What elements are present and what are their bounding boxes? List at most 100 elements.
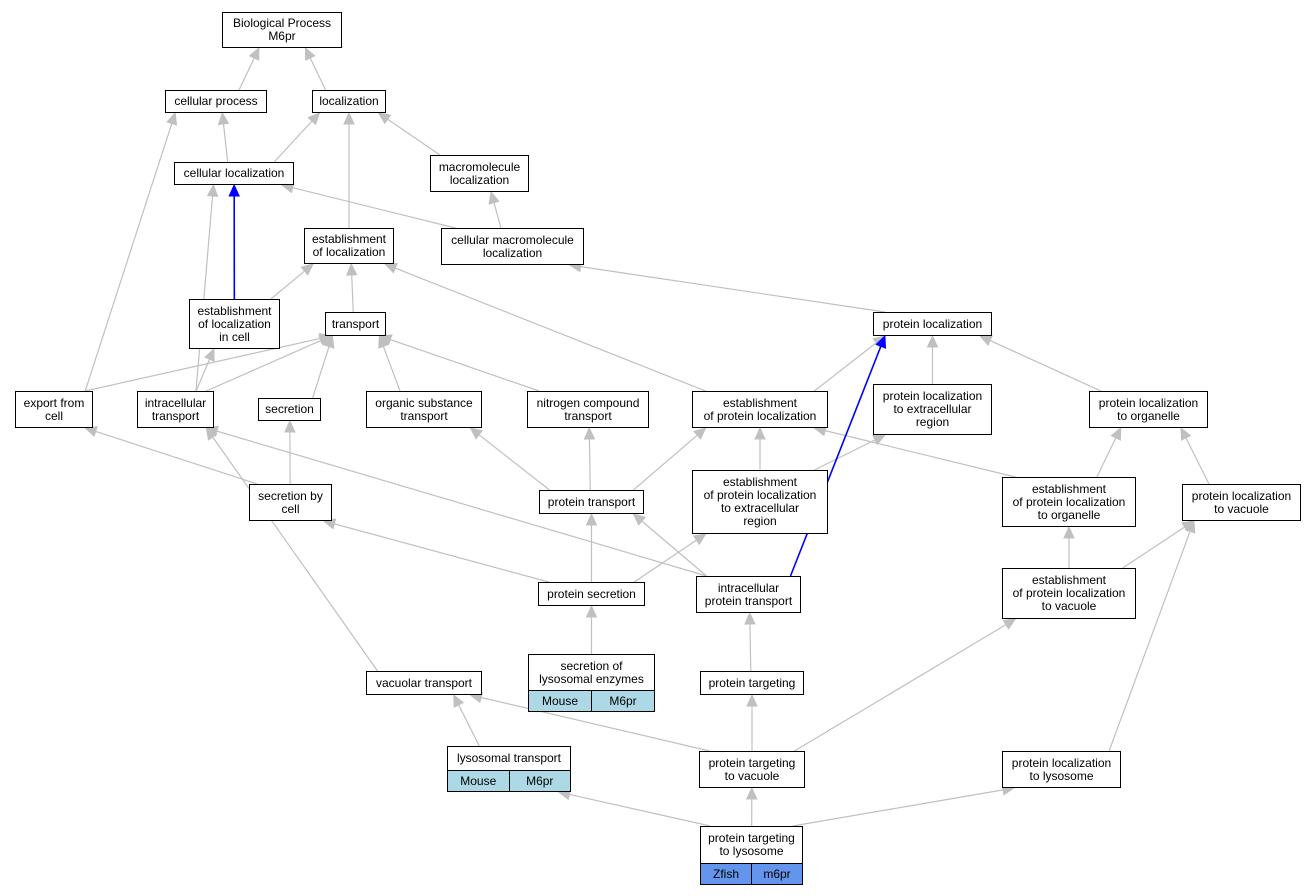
edge-cellular_process-to-biological_process	[238, 57, 255, 91]
edge-protein_secretion-to-establishment_of_protein_localization_to_extracellular_region	[633, 539, 697, 583]
edge-arrowhead	[583, 426, 596, 440]
node-protein-targeting[interactable]: protein targeting	[700, 671, 804, 695]
edge-protein_secretion-to-secretion_by_cell	[334, 523, 549, 583]
edge-arrowhead	[304, 46, 316, 61]
edge-arrowhead	[323, 334, 335, 349]
edge-cellular_macromolecule_localization-to-cellular_localization	[292, 187, 456, 229]
edge-arrowhead	[1063, 525, 1075, 539]
node-protein-localization[interactable]: protein localization	[873, 312, 992, 336]
edge-establishment_of_protein_localization_to_extracellular_region-to-protein_localization_to_extracellular_region	[814, 439, 876, 471]
edge-arrowhead	[383, 262, 398, 274]
edge-arrowhead	[875, 334, 887, 349]
node-transport[interactable]: transport	[325, 312, 386, 336]
edge-establishment_of_protein_localization-to-protein_localization	[814, 342, 877, 392]
edge-arrowhead	[300, 263, 314, 276]
edge-arrowhead	[345, 262, 358, 276]
edge-protein_targeting-to-intracellular_protein_transport	[749, 623, 752, 672]
edge-secretion-to-transport	[312, 346, 330, 399]
edge-arrowhead	[1184, 519, 1196, 534]
edge-protein_localization_to_lysosome-to-protein_localization_to_vacuole	[1108, 531, 1191, 752]
edge-establishment_of_protein_localization-to-establishment_of_localization	[395, 267, 706, 392]
edge-arrowhead	[166, 111, 178, 126]
edge-arrowhead	[754, 426, 766, 440]
edge-arrowhead	[84, 426, 98, 438]
edge-arrowhead	[585, 604, 598, 618]
edge-protein_localization-to-cellular_macromolecule_localization	[580, 266, 885, 313]
edge-protein_targeting_to_lysosome-to-protein_localization_to_lysosome	[792, 789, 1004, 827]
edge-secretion_by_cell-to-export_from_cell	[95, 430, 258, 485]
edge-arrowhead	[979, 335, 993, 347]
edge-arrowhead	[205, 427, 218, 441]
edge-arrowhead	[926, 334, 939, 348]
edge-arrowhead	[746, 786, 758, 800]
edge-arrowhead	[228, 183, 240, 197]
edge-arrowhead	[469, 427, 484, 440]
annotation-row: Mouse M6pr	[529, 690, 654, 711]
edge-lysosomal_transport-to-vacuolar_transport	[458, 704, 480, 747]
node-localization[interactable]: localization	[312, 90, 386, 113]
node-label: lysosomal transport	[456, 751, 562, 765]
edge-protein_targeting_to_lysosome-to-lysosomal_transport	[569, 793, 711, 827]
node-cellular-process[interactable]: cellular process	[165, 90, 267, 113]
edge-establishment_of_protein_localization_to_organelle-to-protein_localization_to_organelle	[1096, 437, 1117, 478]
node-secretion[interactable]: secretion	[258, 398, 321, 421]
edge-arrowhead	[307, 112, 321, 126]
edge-arrowhead	[453, 693, 465, 708]
annotation-cell-mouse[interactable]: Mouse	[529, 691, 591, 711]
edge-establishment_of_localization_in_cell-to-establishment_of_localization	[270, 270, 305, 300]
node-protein-secretion[interactable]: protein secretion	[538, 582, 645, 606]
node-vacuolar-transport[interactable]: vacuolar transport	[366, 671, 482, 695]
edge-transport-to-establishment_of_localization	[351, 274, 354, 313]
edge-intracellular_transport-to-establishment_of_localization_in_cell	[195, 358, 211, 392]
annotation-cell-zfish[interactable]: Zfish	[701, 864, 751, 884]
node-protein-transport[interactable]: protein transport	[539, 490, 644, 514]
edge-protein_transport-to-establishment_of_protein_localization	[633, 434, 698, 491]
node-lysosomal-transport[interactable]: lysosomal transport Mouse M6pr	[447, 746, 571, 792]
edge-protein_transport-to-nitrogen_compound_transport	[588, 438, 591, 491]
edge-protein_transport-to-organic_substance_transport	[478, 434, 550, 491]
edge-arrowhead	[377, 112, 392, 125]
node-cellular-localization[interactable]: cellular localization	[174, 162, 294, 185]
annotation-cell-m6pr[interactable]: m6pr	[751, 864, 802, 884]
edge-intracellular_transport-to-transport	[206, 339, 322, 392]
annotation-cell-mouse[interactable]: Mouse	[448, 771, 509, 791]
edge-intracellular_protein_transport-to-protein_transport	[641, 520, 707, 577]
annotation-cell-m6pr[interactable]: M6pr	[591, 691, 654, 711]
edge-arrowhead	[204, 347, 215, 362]
edge-arrowhead	[284, 419, 296, 433]
edge-localization-to-biological_process	[309, 57, 327, 91]
edge-nitrogen_compound_transport-to-transport	[390, 339, 540, 392]
edge-protein_targeting_to_vacuole-to-vacuolar_transport	[480, 696, 710, 752]
edge-intracellular_protein_transport-to-intracellular_transport	[216, 430, 707, 577]
edge-arrowhead	[872, 434, 886, 446]
edge-cellular_localization-to-cellular_process	[222, 123, 229, 163]
edge-arrowhead	[1180, 426, 1192, 441]
edge-establishment_of_protein_localization_to_vacuole-to-protein_localization_to_vacuole	[1122, 526, 1186, 569]
edge-export_from_cell-to-cellular_process	[84, 123, 173, 392]
edge-arrowhead	[746, 693, 758, 707]
annotation-cell-m6pr[interactable]: M6pr	[508, 771, 570, 791]
